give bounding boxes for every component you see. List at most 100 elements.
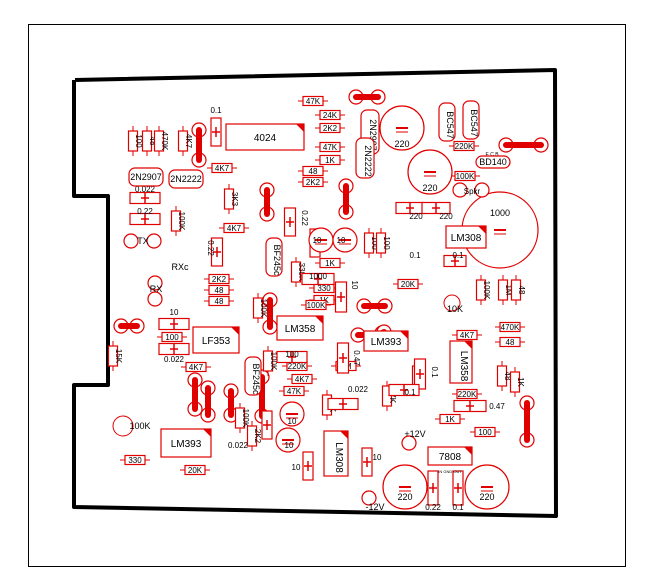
resistor-label: 100K (241, 409, 250, 428)
ecap-label: 10 (285, 441, 294, 450)
ic-label: 4024 (254, 133, 277, 144)
ic-pin1-mark (315, 316, 323, 324)
transistor-body (128, 167, 164, 187)
transistor-body (475, 155, 511, 169)
ic-pin1-mark (231, 327, 239, 335)
ic-u-lf353 (192, 326, 240, 354)
resistor-label: 220K (455, 142, 474, 151)
resistor-label: 2K2 (323, 124, 338, 133)
capacitor-label: 0.47 (489, 402, 505, 411)
resistor-label: 330K (297, 263, 306, 282)
capacitor-label: 0.1 (404, 388, 416, 397)
resistor-label: 48 (309, 167, 318, 176)
ic-body (276, 315, 324, 341)
resistor-label: 20K (401, 280, 416, 289)
ic-body (225, 123, 305, 151)
capacitor-label: 0.1 (409, 251, 421, 260)
resistor-label: 4K7 (460, 331, 475, 340)
resistor-label: 48 (215, 286, 224, 295)
transistor-label: 2N2222 (363, 145, 373, 177)
ecap-label: 220 (422, 183, 437, 193)
regulator-pins-label: IN GND OUT (438, 469, 462, 474)
transistor-label: BD140 (479, 157, 507, 167)
ic-pin1-mark (478, 226, 486, 234)
ecap-label: 220 (394, 139, 409, 149)
drawing-frame (28, 24, 626, 567)
ic-label: LM358 (285, 324, 316, 335)
ecap-label: 10 (337, 236, 346, 245)
ic-body (449, 340, 473, 384)
resistor-label: 24K (323, 111, 338, 120)
ic-pin1-mark (464, 447, 472, 455)
ic-u-4024 (225, 123, 305, 151)
resistor-label: 1K (325, 156, 335, 165)
ic-pin1-mark (203, 429, 211, 437)
pot-10k (443, 294, 461, 312)
ic-body (427, 446, 473, 466)
resistor-label: 4K7 (184, 134, 193, 149)
capacitor-label: 0.47 (352, 350, 361, 366)
resistor-label: 47K (323, 143, 338, 152)
ic-pin1-mark (464, 341, 472, 349)
resistor-label: 100K (177, 212, 186, 231)
transistor-body (168, 169, 204, 189)
ic-u-lm358-a (276, 315, 324, 341)
transistor-body (265, 237, 283, 277)
resistor-label: 330 (317, 284, 331, 293)
ic-label: LF353 (202, 336, 231, 347)
pad (146, 233, 162, 249)
ic-body (445, 225, 487, 249)
resistor-label: 1K (516, 377, 525, 387)
resistor-label: 15K (114, 349, 123, 364)
resistor-label: 100 (382, 236, 391, 250)
ic-u-lm393-b (160, 428, 212, 458)
transistor-label: 2N2222 (170, 174, 202, 184)
pad (147, 291, 163, 307)
ic-body (192, 326, 240, 354)
capacitor-label: 0.22 (206, 240, 215, 256)
ic-u-lm308-bot (323, 430, 349, 477)
resistor-label: 220K (288, 362, 307, 371)
pad (147, 275, 163, 291)
resistor-label: 47K (306, 97, 321, 106)
capacitor-label: 0.022 (228, 441, 249, 450)
pot1-label: 10K (447, 304, 463, 314)
resistor-label: 100K (269, 352, 278, 371)
pad (123, 233, 139, 249)
resistor-label: 1K (325, 259, 335, 268)
ecap-label: 220 (397, 492, 412, 502)
resistor-label: 48 (506, 338, 515, 347)
capacitor-label: 0.022 (164, 355, 185, 364)
resistor-label: 4K7 (227, 224, 242, 233)
resistor-label: 2K2 (253, 429, 262, 444)
resistor-label: 100 (478, 428, 492, 437)
plus12-label: +12V (404, 429, 425, 439)
capacitor-label: 0.022 (348, 385, 369, 394)
ic-u-7808 (427, 446, 473, 466)
resistor-label: 48 (517, 286, 526, 295)
ic-label: LM393 (371, 337, 402, 348)
pot-100k (112, 415, 134, 437)
resistor-label: 47K (388, 389, 397, 404)
resistor-label: 470K (501, 323, 520, 332)
capacitor-label: 220 (409, 212, 423, 221)
ic-u-lm393-a (363, 330, 409, 352)
pad (474, 182, 490, 198)
resistor-label: 4K7 (215, 164, 230, 173)
pad-minus12 (361, 490, 377, 506)
resistor-label: 100K (482, 281, 491, 300)
capacitor-label: 10 (170, 308, 179, 317)
resistor-label: 1M (504, 284, 513, 295)
resistor-label: 2K2 (306, 178, 321, 187)
resistor-label: 48 (503, 372, 512, 381)
ic-pin1-mark (400, 331, 408, 339)
resistor-label: 20K (188, 466, 203, 475)
transistor-label: BF245c (272, 244, 282, 276)
resistor-label: 48 (215, 297, 224, 306)
resistor-label: 4K7 (295, 375, 310, 384)
ic-body (363, 330, 409, 352)
capacitor-label: 0.1 (210, 106, 222, 115)
capacitor-label: 0.22 (425, 503, 441, 512)
capacitor-label: 1000 (309, 272, 327, 281)
capacitor-label: 10 (350, 281, 359, 290)
